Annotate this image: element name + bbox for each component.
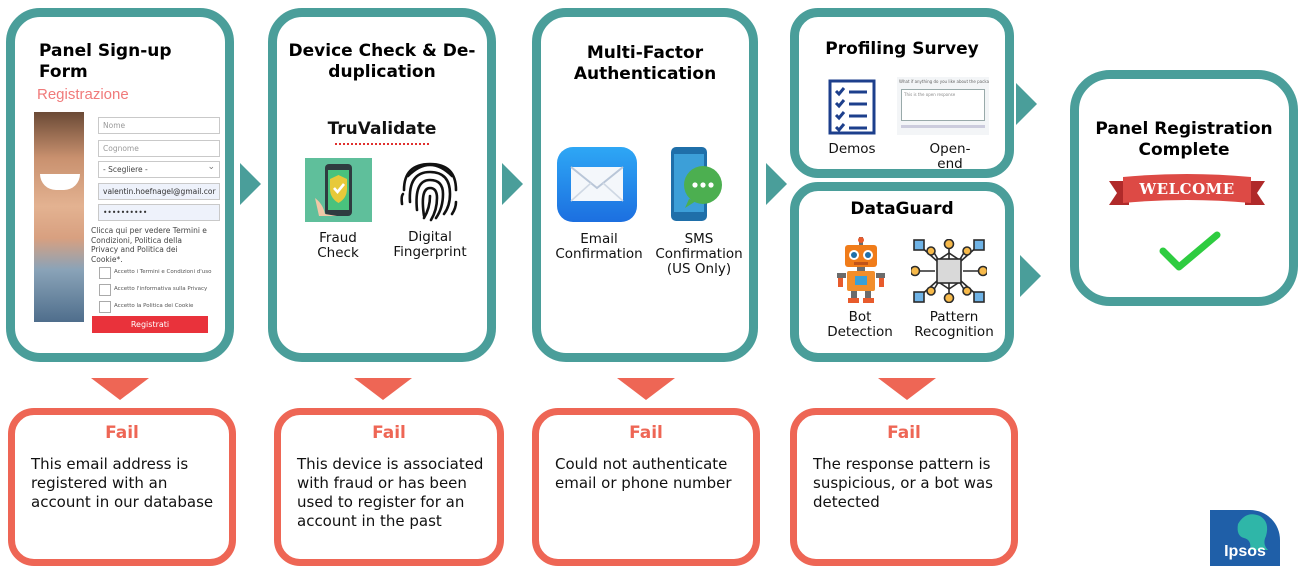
fail-title: Fail <box>372 423 406 443</box>
flow-arrow-3 <box>766 163 787 205</box>
gender-select[interactable]: - Scegliere - ⌄ <box>98 161 220 178</box>
pattern-recognition-label: Pattern Recognition <box>914 309 994 340</box>
fraud-check-label: Fraud Check <box>317 230 359 261</box>
ipsos-logo-text: Ipsos <box>1224 543 1266 560</box>
fail-description: Could not authenticate email or phone nu… <box>555 455 732 492</box>
chevron-down-icon: ⌄ <box>207 162 215 172</box>
form-heading: Registrazione <box>37 86 129 103</box>
survey-progress-bar <box>901 125 985 128</box>
fail-box-device: Fail This device is associated with frau… <box>274 408 504 566</box>
step-device-check: Device Check & De-duplication TruValidat… <box>268 8 496 362</box>
survey-question-text: What if anything do you like about the p… <box>899 79 989 84</box>
fail-title: Fail <box>105 423 139 443</box>
welcome-banner-text: WELCOME <box>1139 180 1235 198</box>
demos-label: Demos <box>828 141 876 157</box>
fail-box-authentication: Fail Could not authenticate email or pho… <box>532 408 760 566</box>
checkmark-icon <box>1159 229 1221 273</box>
flow-arrow-4b <box>1020 255 1041 297</box>
survey-answer-box: This is the open response <box>901 89 985 121</box>
bot-detection-label: Bot Detection <box>827 309 893 340</box>
step-title: Device Check & De-duplication <box>288 41 476 82</box>
open-end-survey-icon: What if anything do you like about the p… <box>897 77 989 135</box>
step-title: Panel Registration Complete <box>1095 119 1273 160</box>
step-dataguard: DataGuard Bot Detection <box>790 182 1014 362</box>
welcome-banner: WELCOME <box>1107 173 1267 213</box>
step-registration-complete: Panel Registration Complete WELCOME <box>1070 70 1298 306</box>
register-button[interactable]: Registrati <box>92 316 208 333</box>
demos-checklist-icon <box>827 79 877 135</box>
flow-arrow-2 <box>502 163 523 205</box>
gender-select-value: - Scegliere - <box>103 165 148 174</box>
flow-arrow-1 <box>240 163 261 205</box>
email-field[interactable]: valentin.hoefnagel@gmail.cor <box>98 183 220 200</box>
email-icon <box>557 147 637 222</box>
cookie-checkbox-label: Accetto la Politica dei Cookie <box>114 303 194 309</box>
step-title: Profiling Survey <box>825 39 979 59</box>
fail-box-dataguard: Fail The response pattern is suspicious,… <box>790 408 1018 566</box>
fail-description: This email address is registered with an… <box>31 455 214 511</box>
fraud-check-icon <box>305 158 372 222</box>
survey-answer-text: This is the open response <box>904 92 956 97</box>
fail-description: The response pattern is suspicious, or a… <box>813 455 993 511</box>
email-confirmation-label: Email Confirmation <box>555 231 643 262</box>
password-field[interactable]: •••••••••• <box>98 204 220 221</box>
fail-box-email: Fail This email address is registered wi… <box>8 408 236 566</box>
person-photo <box>34 112 84 322</box>
fail-arrow-3 <box>617 378 675 400</box>
fail-arrow-1 <box>91 378 149 400</box>
fail-title: Fail <box>887 423 921 443</box>
privacy-checkbox-label: Accetto l'informativa sulla Privacy <box>114 286 208 292</box>
pattern-network-icon <box>909 238 989 304</box>
robot-icon <box>835 237 887 303</box>
fail-title: Fail <box>629 423 663 443</box>
first-name-field[interactable]: Nome <box>98 117 220 134</box>
step-signup-form: Panel Sign-up Form Registrazione Nome Co… <box>6 8 234 362</box>
step-multi-factor: Multi-Factor Authentication Email Confir… <box>532 8 758 362</box>
step-profiling-survey: Profiling Survey Demos What if anything … <box>790 8 1014 178</box>
terms-checkbox-label: Accetto i Termini e Condizioni d'uso <box>114 269 212 275</box>
terms-text: Clicca qui per vedere Termini e Condizio… <box>91 226 207 264</box>
fail-description: This device is associated with fraud or … <box>297 455 484 530</box>
step-title: Multi-Factor Authentication <box>573 43 717 84</box>
fail-arrow-4 <box>878 378 936 400</box>
terms-checkbox[interactable] <box>99 267 111 279</box>
step-title: DataGuard <box>850 199 954 219</box>
ipsos-logo: Ipsos <box>1210 510 1280 566</box>
open-end-label: Open-end <box>929 141 971 172</box>
cookie-checkbox[interactable] <box>99 301 111 313</box>
fail-arrow-2 <box>354 378 412 400</box>
flow-arrow-4a <box>1016 83 1037 125</box>
last-name-field[interactable]: Cognome <box>98 140 220 157</box>
digital-fingerprint-label: Digital Fingerprint <box>393 229 467 260</box>
fingerprint-icon <box>398 156 462 222</box>
privacy-checkbox[interactable] <box>99 284 111 296</box>
sms-icon <box>663 145 727 225</box>
sms-confirmation-label: SMS Confirmation (US Only) <box>655 231 743 277</box>
truvalidate-label: TruValidate <box>327 119 437 139</box>
step-title: Panel Sign-up Form <box>39 41 172 82</box>
truvalidate-underline <box>335 141 429 145</box>
